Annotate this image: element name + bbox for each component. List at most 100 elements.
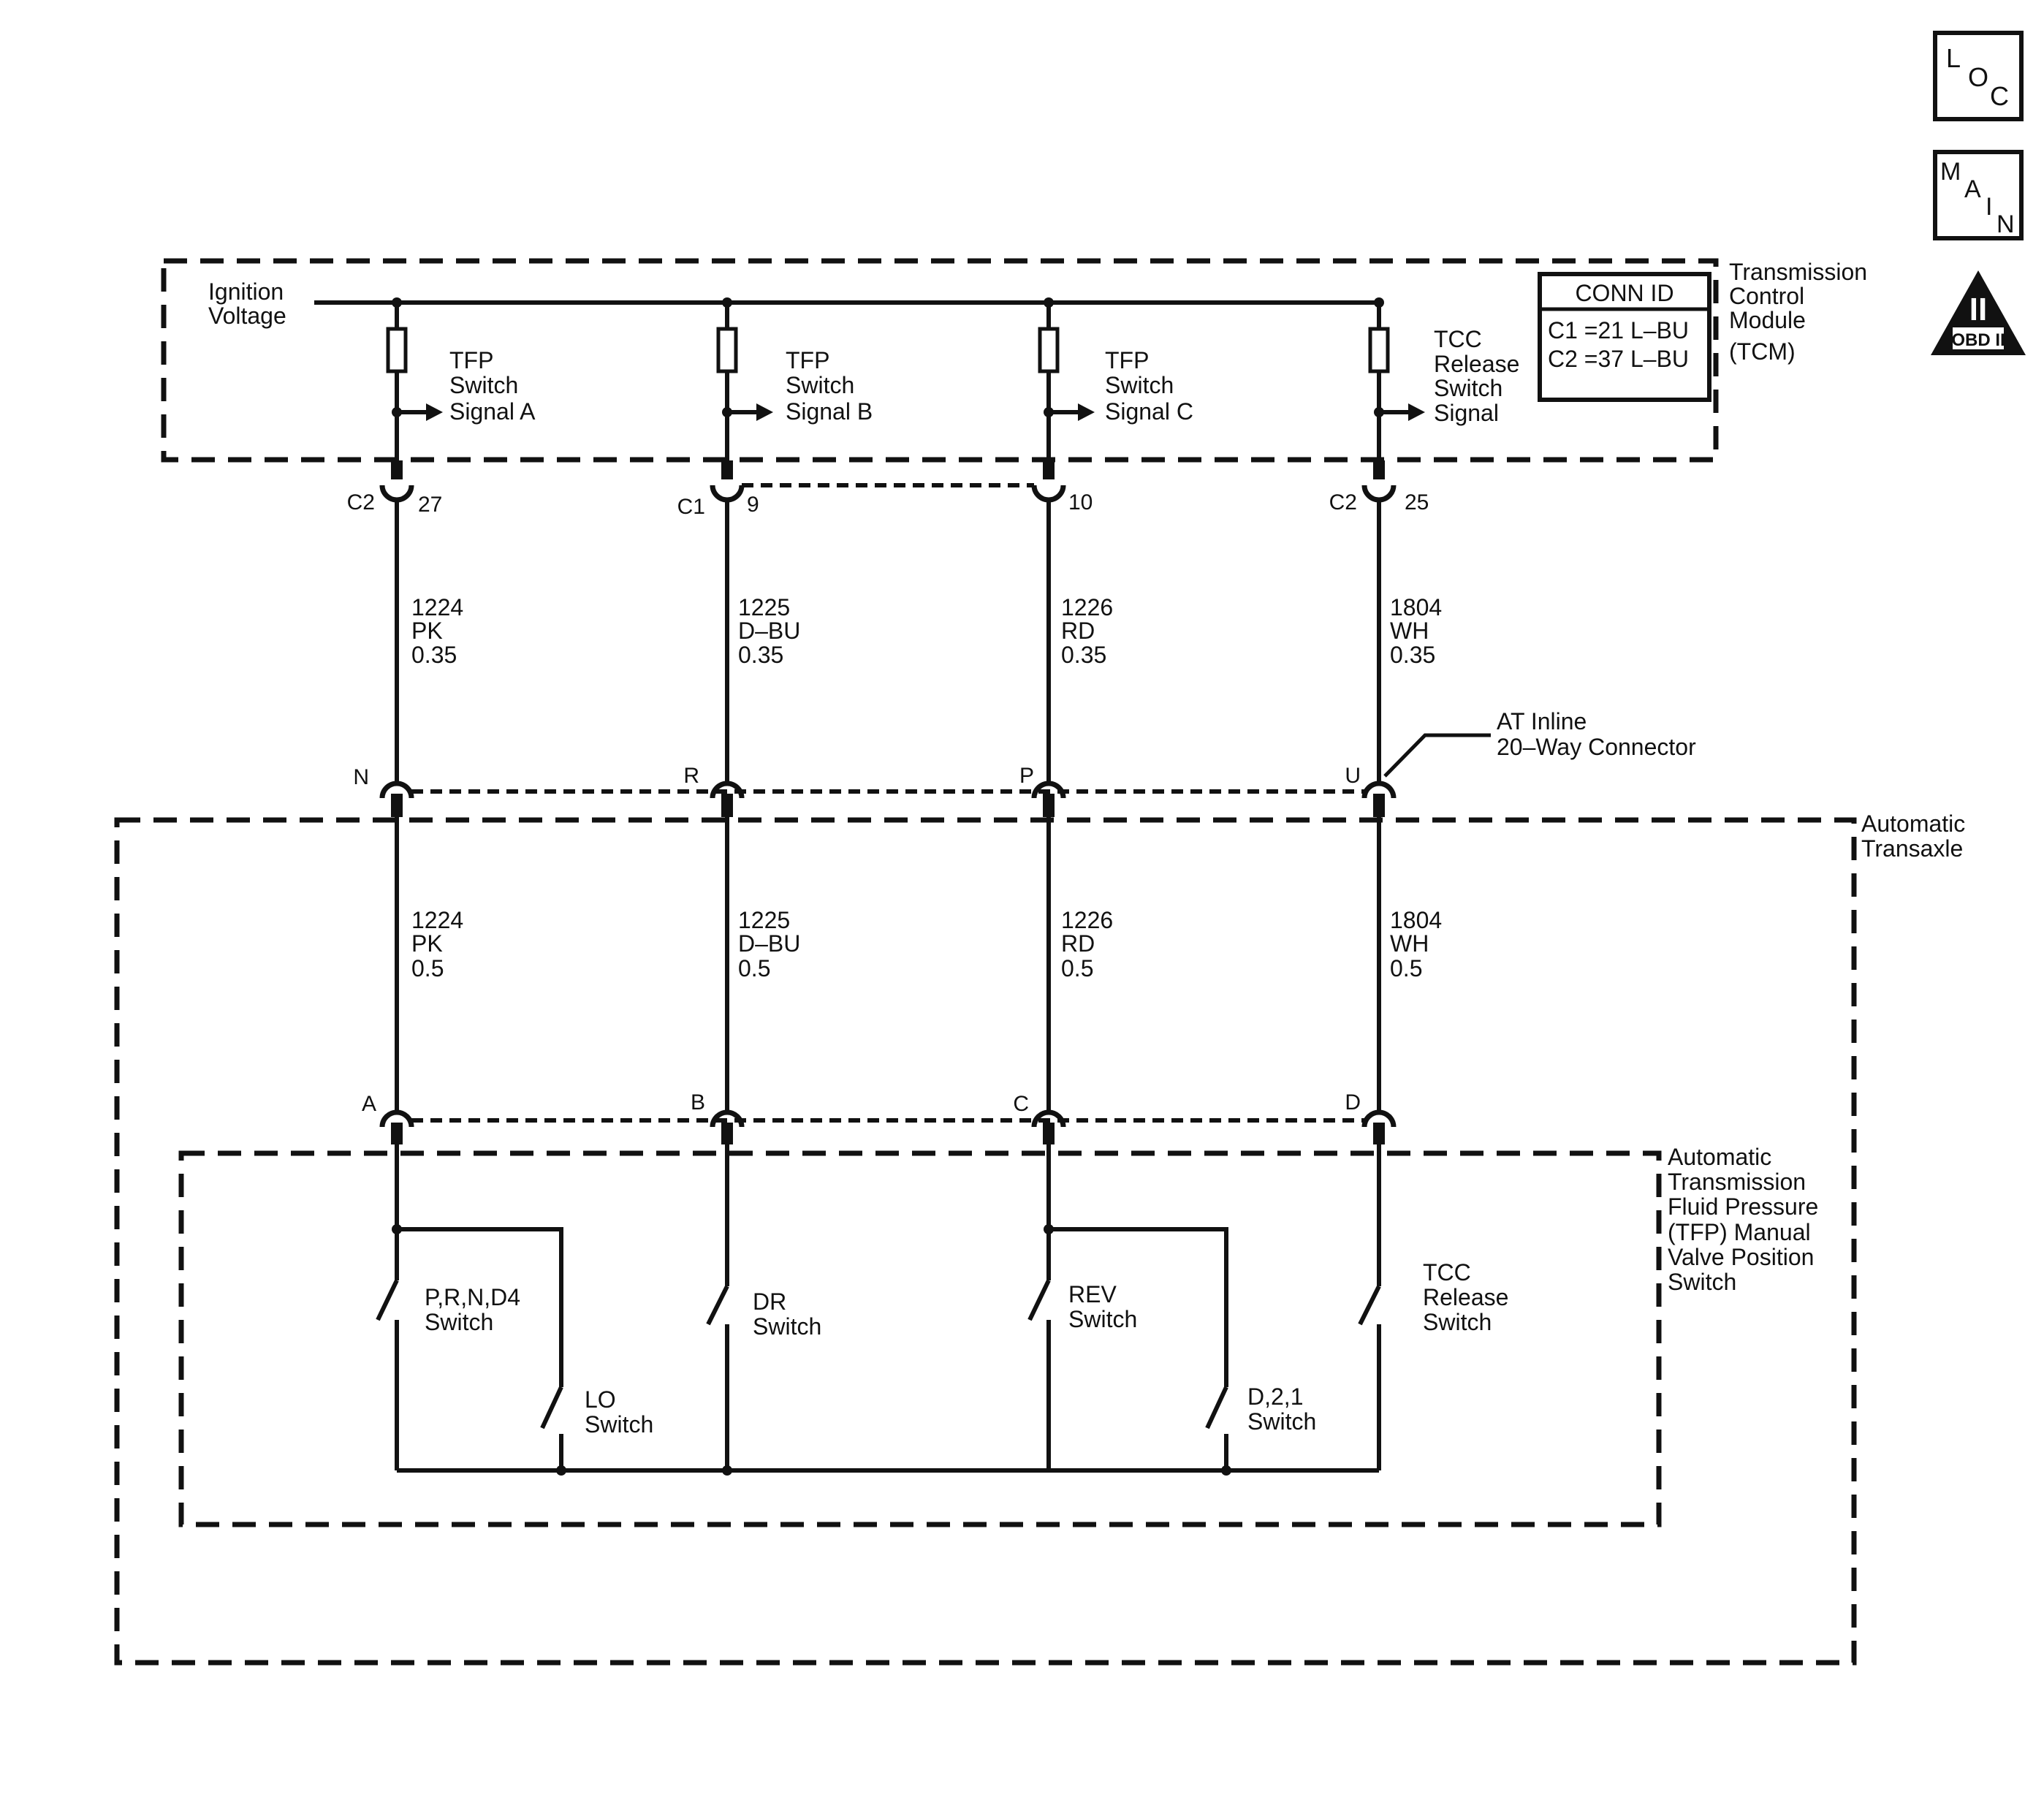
signal-label: TFP Switch Signal A (449, 347, 536, 425)
svg-text:1804: 1804 (1390, 594, 1442, 620)
switch-lo-label: LO Switch (585, 1386, 653, 1438)
svg-text:(TFP) Manual: (TFP) Manual (1668, 1219, 1811, 1245)
svg-text:Switch: Switch (1434, 375, 1502, 401)
tfp-switch-assembly-label: Automatic Transmission Fluid Pressure (T… (1668, 1144, 1818, 1295)
inline-connector-leader (1383, 733, 1491, 778)
svg-text:Switch: Switch (1247, 1408, 1316, 1435)
switch-lo-contact (540, 1386, 563, 1430)
svg-text:P,R,N,D4: P,R,N,D4 (425, 1284, 520, 1310)
inline-pin: N (353, 765, 369, 789)
svg-text:Ignition: Ignition (208, 278, 284, 305)
svg-text:1224: 1224 (411, 594, 463, 620)
switch-pin: D (1345, 1090, 1361, 1115)
inline-connector-label: AT Inline 20–Way Connector (1497, 708, 1696, 760)
svg-text:Transmission: Transmission (1729, 259, 1867, 285)
tcm-connector-id: C2 (347, 490, 375, 515)
pull-up-resistor (716, 327, 738, 373)
wire-label-lower: 1804 WH 0.5 (1390, 907, 1442, 982)
svg-text:WH: WH (1390, 930, 1429, 957)
switch-tcc-contact (1358, 1285, 1381, 1326)
connector-terminal (1361, 485, 1397, 503)
circuit-column-d: TCC Release Switch Signal C2 25 1804 WH … (1329, 303, 1519, 1144)
svg-text:Fluid Pressure: Fluid Pressure (1668, 1193, 1818, 1220)
circuit-column-b: TFP Switch Signal B C1 9 1225 D–BU 0.35 … (677, 303, 873, 1144)
tcm-enclosure (161, 258, 1719, 463)
svg-text:RD: RD (1061, 930, 1095, 957)
switch-prnd4-label: P,R,N,D4 Switch (425, 1284, 520, 1335)
arrow-icon (756, 403, 773, 421)
loc-icon[interactable]: L O C (1933, 31, 2024, 121)
main-letter-n: N (1996, 210, 2015, 238)
tcm-pin: 27 (418, 493, 442, 517)
tcm-pin: 10 (1068, 490, 1093, 515)
transaxle-enclosure (114, 817, 1857, 1666)
connector-terminal (379, 781, 414, 799)
svg-text:0.5: 0.5 (411, 955, 444, 982)
switch-d21-label: D,2,1 Switch (1247, 1383, 1316, 1435)
svg-text:Switch: Switch (786, 372, 854, 398)
switch-pin: C (1013, 1092, 1029, 1116)
switch-rev-label: REV Switch (1068, 1281, 1137, 1332)
tcm-connector-id: C2 (1329, 490, 1357, 515)
signal-label: TCC Release Switch Signal (1434, 326, 1519, 426)
connector-terminal (1031, 485, 1066, 503)
svg-text:Signal C: Signal C (1105, 398, 1193, 425)
svg-text:TFP: TFP (786, 347, 829, 373)
ignition-voltage-label: Ignition Voltage (208, 278, 286, 329)
svg-text:1804: 1804 (1390, 907, 1442, 933)
svg-text:Switch: Switch (1105, 372, 1174, 398)
svg-text:20–Way Connector: 20–Way Connector (1497, 734, 1696, 760)
wire-label-upper: 1226 RD 0.35 (1061, 594, 1113, 668)
svg-text:Valve Position: Valve Position (1668, 1244, 1814, 1270)
main-icon[interactable]: M A I N (1933, 150, 2024, 240)
wire-label-upper: 1224 PK 0.35 (411, 594, 463, 668)
main-letter-a: A (1964, 175, 1981, 203)
svg-text:Release: Release (1423, 1284, 1508, 1310)
wire-label-lower: 1226 RD 0.5 (1061, 907, 1113, 982)
svg-text:(TCM): (TCM) (1729, 338, 1796, 365)
svg-text:TFP: TFP (1105, 347, 1149, 373)
svg-text:Switch: Switch (1668, 1269, 1736, 1295)
tcm-name-label: Transmission Control Module (TCM) (1729, 259, 1867, 365)
svg-text:0.35: 0.35 (1061, 642, 1106, 668)
tfp-switch-enclosure (178, 1150, 1662, 1527)
connector-terminal (1361, 781, 1397, 799)
switch-pin: A (362, 1092, 376, 1116)
obd-label: OBD II (1951, 330, 2005, 350)
tcm-pin: 25 (1405, 490, 1429, 515)
switch-tcc-release-label: TCC Release Switch (1423, 1259, 1508, 1335)
svg-text:REV: REV (1068, 1281, 1117, 1307)
svg-text:Control: Control (1729, 283, 1804, 309)
svg-text:Signal: Signal (1434, 400, 1499, 426)
wire-label-lower: 1225 D–BU 0.5 (738, 907, 800, 982)
obd-ii-icon[interactable]: II OBD II (1931, 270, 2026, 355)
svg-text:WH: WH (1390, 618, 1429, 644)
loc-letter-c: C (1990, 81, 2009, 111)
switch-pin: B (691, 1090, 705, 1115)
svg-text:LO: LO (585, 1386, 616, 1413)
switch-rev-contact (1027, 1279, 1051, 1321)
svg-text:PK: PK (411, 618, 443, 644)
svg-text:D–BU: D–BU (738, 930, 800, 957)
svg-text:1224: 1224 (411, 907, 463, 933)
svg-text:Switch: Switch (585, 1411, 653, 1438)
pull-up-resistor (386, 327, 408, 373)
svg-text:AT Inline: AT Inline (1497, 708, 1587, 734)
svg-text:RD: RD (1061, 618, 1095, 644)
switch-d21-contact (1205, 1386, 1228, 1430)
svg-text:Transmission: Transmission (1668, 1169, 1806, 1195)
switch-network (376, 1144, 1381, 1476)
obd-numeral: II (1969, 292, 1987, 327)
connector-terminal (1361, 1109, 1397, 1128)
switch-prnd4-contact (376, 1279, 399, 1321)
inline-pin: R (683, 764, 699, 788)
circuit-column-a: TFP Switch Signal A C2 27 1224 PK 0.35 N… (347, 303, 536, 1144)
inline-pin: P (1019, 764, 1034, 788)
svg-text:Switch: Switch (1068, 1306, 1137, 1332)
transaxle-label: Automatic Transaxle (1861, 810, 1965, 862)
svg-text:DR: DR (753, 1288, 786, 1315)
svg-text:0.5: 0.5 (738, 955, 770, 982)
loc-letter-l: L (1946, 43, 1961, 73)
svg-text:Transaxle: Transaxle (1861, 835, 1963, 862)
